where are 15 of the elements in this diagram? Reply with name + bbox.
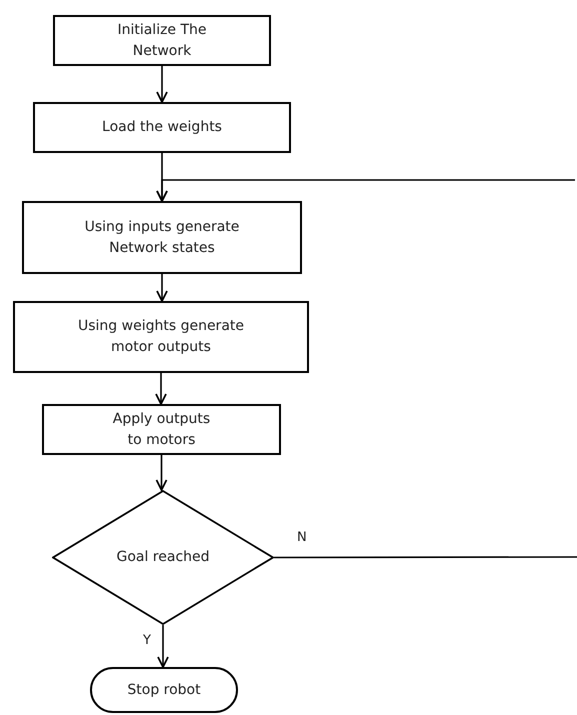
arrow xyxy=(156,455,168,491)
arrow xyxy=(155,373,167,405)
process-box: Initialize The Network xyxy=(53,15,271,66)
arrow xyxy=(157,625,169,668)
edge-label: Y xyxy=(142,634,152,647)
terminal-box: Stop robot xyxy=(90,667,238,713)
edge-label: N xyxy=(296,531,308,544)
node-text: Goal reached xyxy=(116,548,210,567)
arrow xyxy=(156,179,575,202)
arrow xyxy=(156,274,168,302)
arrow xyxy=(156,66,168,103)
process-box: Load the weights xyxy=(33,102,291,153)
process-box: Using weights generate motor outputs xyxy=(13,301,309,373)
process-box: Apply outputs to motors xyxy=(42,404,281,455)
process-box: Using inputs generate Network states xyxy=(22,201,302,274)
